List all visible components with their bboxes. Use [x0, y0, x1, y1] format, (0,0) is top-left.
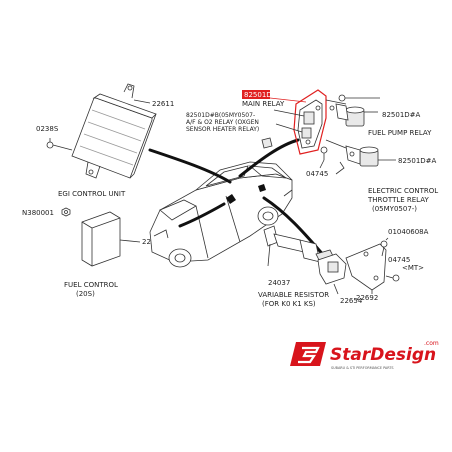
resistor-number: 22654 [340, 297, 363, 305]
logo-tagline: SUBARU & STI PERFORMANCE PARTS [331, 366, 394, 370]
bolt-icon [380, 237, 389, 257]
egi-box-top [92, 93, 157, 119]
egi-bolt-icon [46, 138, 73, 151]
screw-b-icon [385, 274, 400, 282]
relay-location-marker [226, 194, 236, 204]
bracket-icon [345, 243, 387, 291]
main-relay-name: MAIN RELAY [242, 100, 285, 108]
bracket [345, 243, 387, 294]
resistor-name-1: VARIABLE RESISTOR [258, 291, 329, 299]
mt-note: <MT> [402, 264, 424, 272]
fuel-pump-relay-name: FUEL PUMP RELAY [368, 129, 432, 137]
nut-number: N380001 [22, 209, 54, 217]
variable-resistor [317, 253, 347, 295]
logo-domain: .com [424, 340, 439, 347]
car-illustration [149, 161, 293, 268]
egi-control-unit [46, 83, 157, 179]
screw-number-b: 04745 [388, 256, 410, 264]
egi-name: EGI CONTROL UNIT [58, 190, 126, 198]
egi-locator-line [148, 148, 232, 184]
main-relay-assembly [269, 89, 327, 155]
main-relay-highlight [242, 90, 270, 99]
egi-bolt-number: 0238S [36, 125, 59, 133]
af-relay-line-1: 82501D#B(05MY0507- [186, 112, 255, 119]
egi-part-number: 22611 [152, 100, 174, 108]
engine-location-marker [258, 184, 266, 192]
relay-locator-line [238, 138, 300, 178]
screw-number-a: 04745 [306, 170, 328, 178]
throttle-relay [325, 139, 396, 175]
main-relay-icon [303, 111, 315, 125]
harness-number: 24037 [268, 279, 290, 287]
fuel-control-name: FUEL CONTROL [64, 281, 118, 289]
stardesign-logo [290, 342, 326, 366]
logo-wordmark: StarDesign [330, 345, 436, 365]
screw-icon [319, 146, 328, 169]
bracket-number: 22692 [356, 294, 378, 302]
fuel-pump-relay-number: 82501D#A [382, 111, 421, 119]
throttle-relay-name-2: THROTTLE RELAY [367, 196, 429, 204]
af-relay-icon [261, 137, 273, 149]
af-relay-line-2: A/F & O2 RELAY (OXGEN [186, 119, 259, 126]
main-relay-number-on-highlight: 82501D [244, 91, 272, 99]
throttle-relay-number: 82501D#A [398, 157, 437, 165]
bolt-number: 01040608A [388, 228, 429, 236]
relay-highlight-outline [293, 89, 327, 155]
fuel-pump-relay [325, 94, 380, 127]
resistor-name-2: (FOR K0 K1 KS) [262, 300, 316, 308]
nut-icon [61, 207, 71, 217]
fuel-control-box [81, 211, 121, 267]
throttle-relay-name-1: ELECTRIC CONTROL [368, 187, 438, 195]
throttle-relay-name-3: (05MY0507-) [372, 205, 417, 213]
fuel-control-variant: (20S) [76, 290, 95, 298]
af-relay-line-3: SENSOR HEATER RELAY) [186, 126, 259, 133]
fuel-control-unit [61, 207, 141, 267]
fuel-locator-line [178, 202, 226, 228]
